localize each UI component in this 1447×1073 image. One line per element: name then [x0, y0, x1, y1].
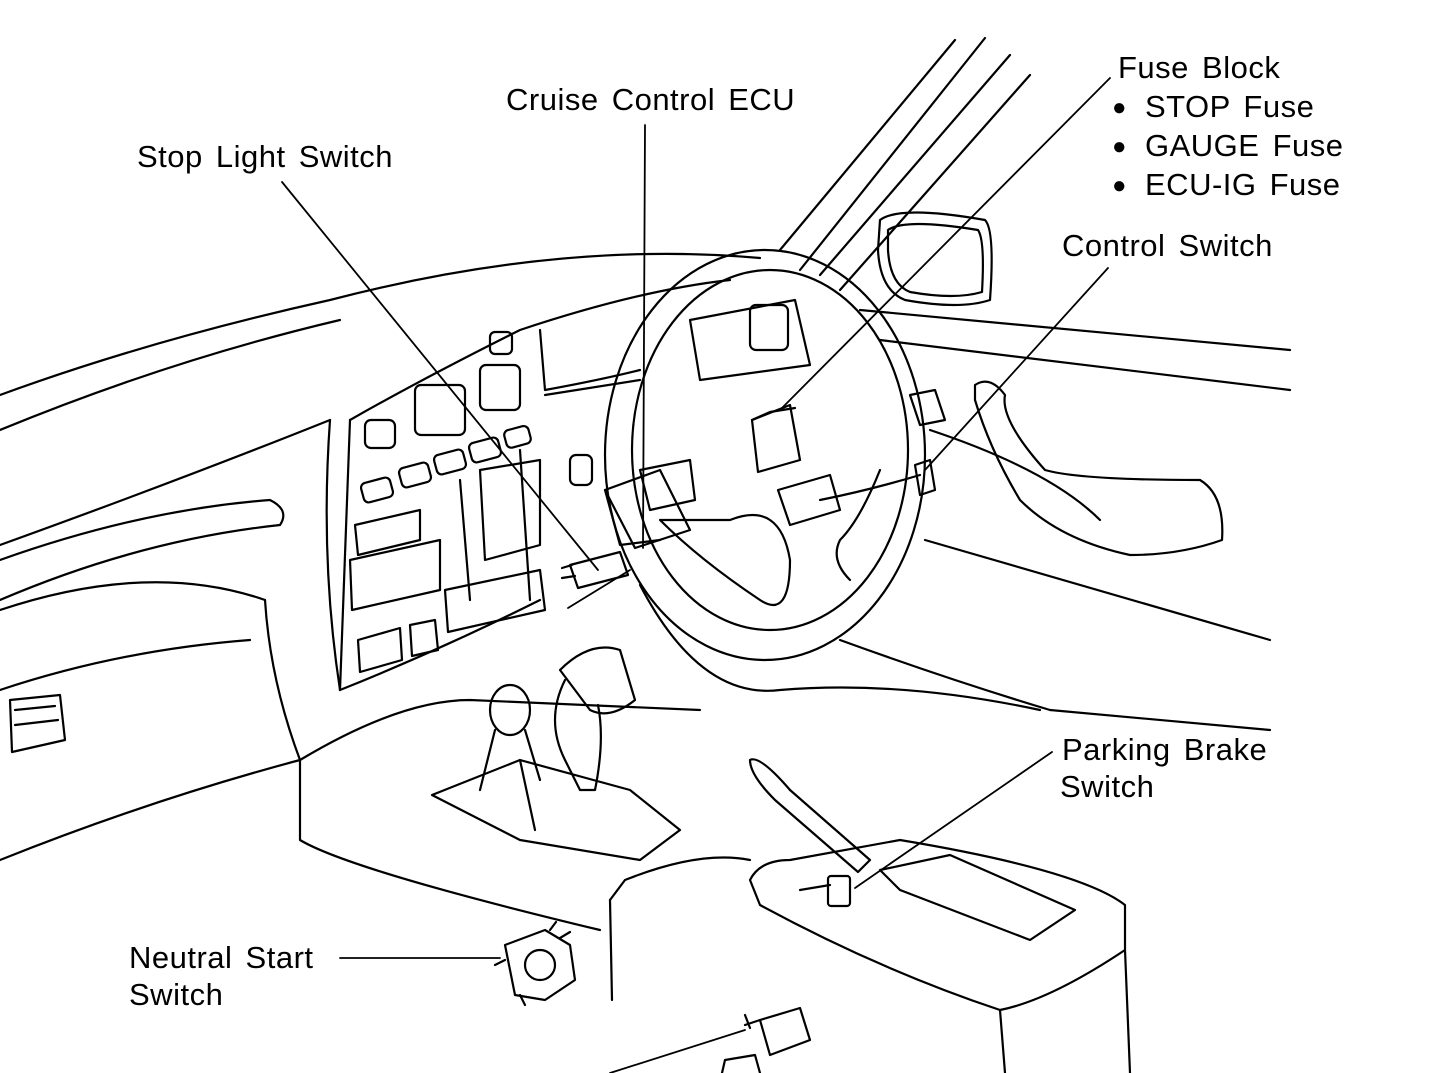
- center-console-stack: [348, 448, 547, 674]
- gear-shifter: [298, 646, 702, 932]
- fuse-label: STOP Fuse: [1145, 89, 1315, 124]
- label-parking-brake-switch-line2: Switch: [1060, 769, 1155, 804]
- dashboard-outline: [0, 252, 762, 862]
- cruise-control-ecu-component: [750, 403, 842, 527]
- bullet-icon: ●: [1112, 94, 1127, 121]
- leader-line-parking-brake-switch: [854, 751, 1053, 889]
- leader-line-fuse-block: [779, 77, 1111, 411]
- leader-line-lower-sensor: [609, 1029, 746, 1073]
- leader-line-control-switch: [924, 267, 1109, 471]
- instrument-cluster: [338, 278, 732, 692]
- steering-wheel: [603, 248, 927, 662]
- fuse-list: ● STOP Fuse ● GAUGE Fuse ● ECU-IG Fuse: [1112, 88, 1344, 205]
- rear-view-mirror: [876, 211, 993, 307]
- label-neutral-start-switch-line1: Neutral Start: [129, 940, 314, 975]
- fuse-label: GAUGE Fuse: [1145, 128, 1344, 163]
- floor-lines: [638, 583, 1052, 712]
- steering-column-switch: [603, 458, 697, 550]
- control-switch-component: [818, 458, 937, 502]
- speed-sensor-component: [720, 1006, 812, 1073]
- parking-brake-console: [608, 758, 1132, 1073]
- door-panel: [858, 308, 1292, 732]
- fuse-item: ● ECU-IG Fuse: [1112, 166, 1344, 205]
- label-fuse-block: Fuse Block: [1118, 50, 1281, 85]
- leader-lines: [281, 77, 1111, 1073]
- leader-line-cruise-control-ecu: [642, 124, 646, 549]
- fuse-item: ● STOP Fuse: [1112, 88, 1344, 127]
- leader-line-stop-light-switch-2: [567, 569, 631, 609]
- neutral-start-switch-component: [493, 920, 577, 1007]
- stop-light-switch-component: [560, 550, 630, 590]
- label-cruise-control-ecu: Cruise Control ECU: [506, 82, 796, 117]
- fuse-item: ● GAUGE Fuse: [1112, 127, 1344, 166]
- fuse-label: ECU-IG Fuse: [1145, 167, 1341, 202]
- label-parking-brake-switch-line1: Parking Brake: [1062, 732, 1268, 767]
- label-stop-light-switch: Stop Light Switch: [137, 139, 394, 174]
- leader-line-stop-light-switch: [281, 181, 599, 571]
- label-control-switch: Control Switch: [1062, 228, 1273, 263]
- label-neutral-start-switch-line2: Switch: [129, 977, 224, 1012]
- windshield-pillar: [778, 36, 1032, 292]
- left-air-vent: [0, 498, 285, 754]
- bullet-icon: ●: [1112, 133, 1127, 160]
- bullet-icon: ●: [1112, 172, 1127, 199]
